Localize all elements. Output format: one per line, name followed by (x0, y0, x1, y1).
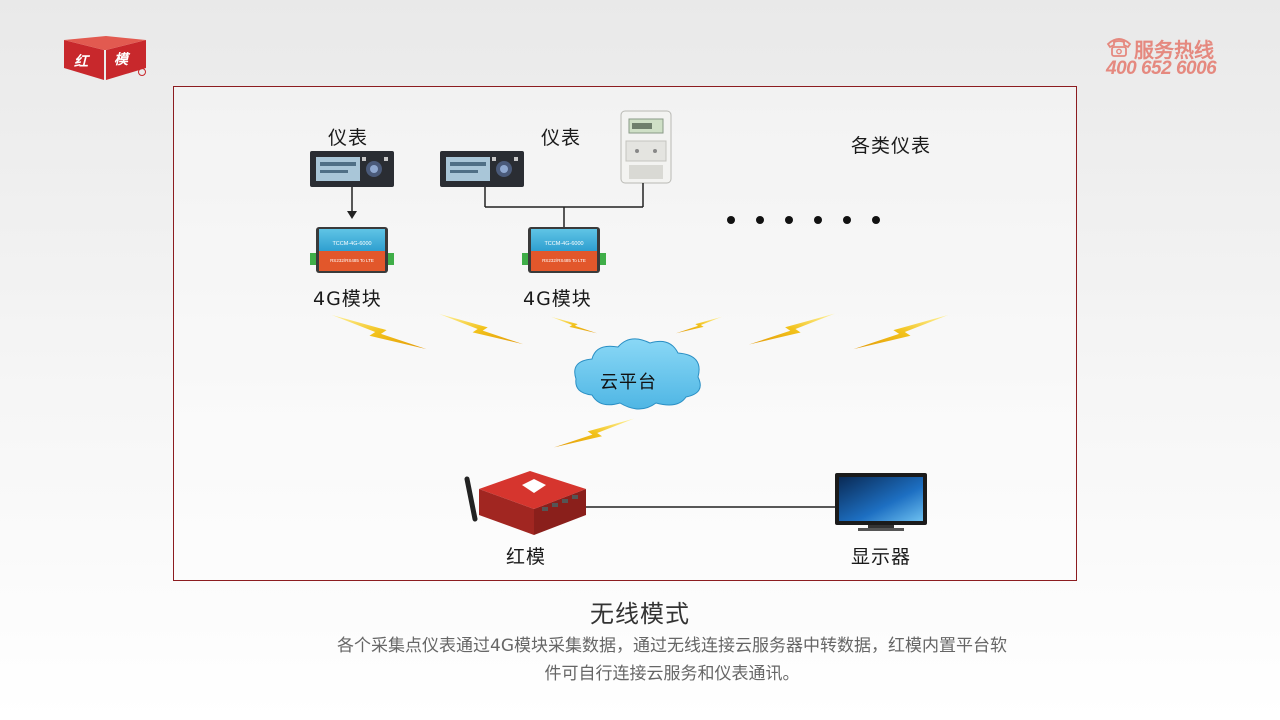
lightning-icon (749, 313, 835, 345)
caption-description: 各个采集点仪表通过4G模块采集数据，通过无线连接云服务器中转数据，红模内置平台软… (337, 636, 1007, 684)
svg-text:模: 模 (114, 51, 131, 68)
display-monitor (835, 473, 927, 531)
lightning-icon (853, 314, 949, 350)
antenna-icon (464, 476, 478, 522)
electric-meter (620, 110, 672, 184)
svg-text:红: 红 (74, 53, 91, 70)
4g-module-1: TCCM-4G-6000 RS232/RS485 To LTE (310, 227, 394, 273)
hotline-number[interactable]: 400 652 6006 (1106, 58, 1217, 79)
module-text-bottom: RS232/RS485 To LTE (330, 258, 374, 263)
lightning-icon (676, 316, 722, 334)
network-diagram: TCCM-4G-6000 RS232/RS485 To LTE TCCM-4G-… (310, 110, 949, 535)
more-meters-dots (727, 216, 880, 224)
module-text-top: TCCM-4G-6000 (544, 241, 583, 247)
panel-meter-1 (310, 151, 394, 187)
cloud-label: 云平台 (600, 372, 657, 393)
gateway-device (464, 471, 586, 535)
meter-label-2: 仪表 (541, 127, 582, 149)
lightning-icon (331, 314, 427, 350)
meter-connections (347, 183, 838, 508)
meter-label-1: 仪表 (328, 127, 369, 149)
module-text-bottom: RS232/RS485 To LTE (542, 258, 586, 263)
meter-label-3: 各类仪表 (851, 135, 932, 157)
cloud-platform (574, 338, 701, 410)
diagram-frame: TCCM-4G-6000 RS232/RS485 To LTE TCCM-4G-… (173, 86, 1077, 581)
module-text-top: TCCM-4G-6000 (332, 241, 371, 247)
panel-meter-2 (440, 151, 524, 187)
hotline-title: 服务热线 (1134, 38, 1214, 62)
gateway-label: 红模 (506, 546, 547, 568)
caption-title: 无线模式 (590, 600, 690, 628)
hotline: 服务热线 400 652 6006 (1104, 34, 1234, 82)
module-label-1: 4G模块 (313, 288, 382, 310)
display-label: 显示器 (851, 546, 912, 568)
telephone-icon (1106, 38, 1132, 57)
brand-logo: 红 模 (62, 34, 150, 82)
lightning-icon (554, 418, 634, 448)
lightning-icon (439, 313, 523, 345)
module-label-2: 4G模块 (523, 288, 592, 310)
4g-module-2: TCCM-4G-6000 RS232/RS485 To LTE (522, 227, 606, 273)
lightning-icon (551, 316, 597, 334)
